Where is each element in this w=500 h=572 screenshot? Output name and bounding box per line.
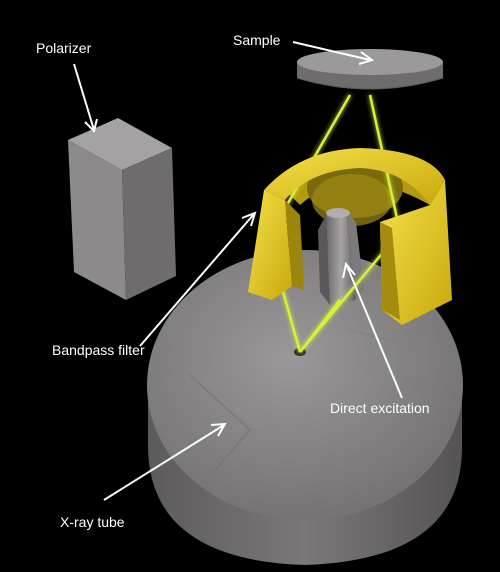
xray-tube-shape xyxy=(147,250,463,565)
label-direct-excitation: Direct excitation xyxy=(330,400,430,416)
arrowhead-polarizer xyxy=(84,118,98,133)
arrow-direct-excitation xyxy=(346,265,403,399)
label-sample: Sample xyxy=(233,32,281,48)
arrow-sample xyxy=(292,41,371,61)
arrowhead-bandpass xyxy=(241,211,257,227)
arrow-xray-tube xyxy=(103,424,225,501)
label-polarizer: Polarizer xyxy=(36,40,92,56)
arrow-bandpass xyxy=(139,213,255,347)
polarizer-block xyxy=(68,118,176,300)
arrowhead-direct-excitation xyxy=(342,261,356,279)
direct-excitation-rod xyxy=(318,208,364,305)
label-xray-tube: X-ray tube xyxy=(60,514,125,530)
bandpass-filter-front xyxy=(248,148,452,325)
leader-arrows xyxy=(73,41,403,501)
arrowhead-sample xyxy=(358,51,375,65)
arrow-polarizer xyxy=(73,63,95,131)
sample-disk xyxy=(296,49,444,90)
label-bandpass-filter: Bandpass filter xyxy=(52,342,145,358)
arrowhead-xray-tube xyxy=(210,422,227,437)
